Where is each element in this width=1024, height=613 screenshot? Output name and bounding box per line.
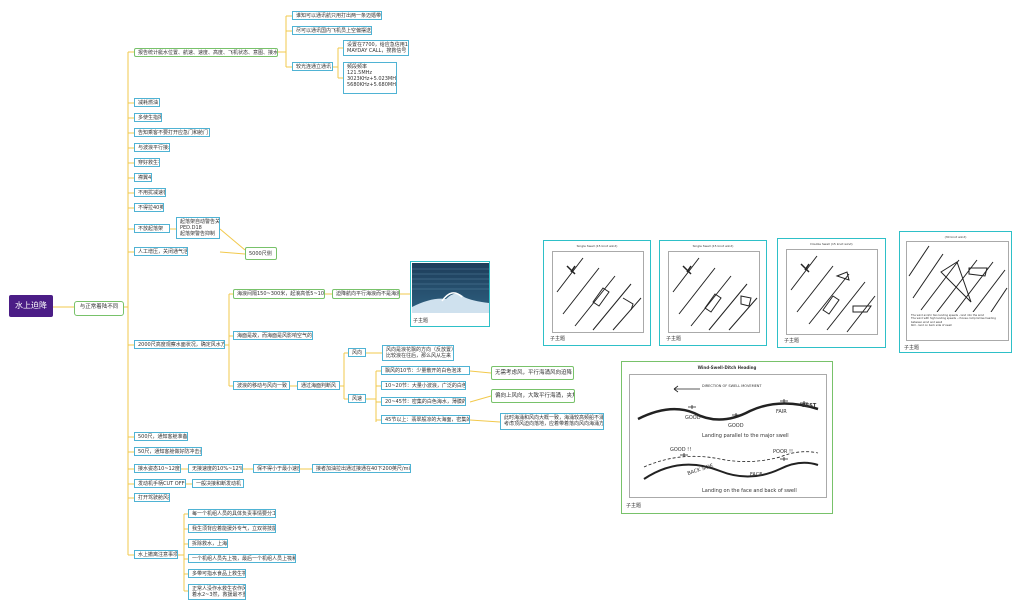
swell-card-4-title: (30 knot wind) [944,235,967,239]
sink-rate-node[interactable]: 无接速度的10%~12% [188,464,243,473]
item-gear-up[interactable]: 不放起落架 [134,224,170,233]
item-reduce-fuel[interactable]: 减耗燃油 [134,98,160,107]
ditch-heading-sketch: DIRECTION OF SWELL MOVEMENT GOOD GOOD FA… [637,384,819,494]
branch-report-position[interactable]: 报告统计艇水位置、航速、速度、高度、飞机状态、意图、接水预计时间 [134,48,278,57]
advice-parallel-swell[interactable]: 无需考虑风，平行海涌风向迫降 [491,366,574,380]
good-bang-label: GOOD !! [670,447,691,453]
ditch-heading-title: Wind-Swell-Ditch Heading [697,365,757,370]
node-5000ft[interactable]: 5000尺侧 [245,247,277,260]
good-label-2: GOOD [728,423,744,429]
swell-card-1-label: 子主题 [550,336,566,342]
evac-note-2[interactable]: 我生须背应着能援外专气，立双将技能使 [188,524,276,533]
item-command[interactable]: 多使生指挥 [134,113,162,122]
item-parallel-wave[interactable]: 与波浪平行接水 [134,143,170,152]
item-flaps-45[interactable]: 襟翼45 [134,173,152,182]
swell-card-3-sketch [790,255,876,333]
engine-cutoff-note[interactable]: 一般决接和断发动机 [192,479,244,488]
node-2000ft[interactable]: 2000尺高度观察水面状况，确定风水方向 [134,340,225,349]
item-life-vest[interactable]: 穿好救生衣 [134,158,160,167]
root-topic[interactable]: 水上迫降 [9,295,53,317]
evac-note-6[interactable]: 正常人没作水救生衣作风 着水2~3然，救援最不重要 [188,584,246,600]
ditch-heading-card: Wind-Swell-Ditch Heading DIRECTION OF SW… [621,361,833,514]
swell-card-2-label: 子主题 [666,336,682,342]
emergency-frequency-note[interactable]: 频段频率 121.5MHz 3023KHz+5.023MHz 5680KHz+5… [343,62,397,94]
swell-card-1-title: Single Swell (15 knot wind) [576,244,618,248]
swell-card-1-sketch [556,257,642,331]
item-evacuation[interactable]: 水上撤离注意事项 [134,550,178,559]
poor-label: POOR !! [773,449,793,455]
descent-rate-node[interactable]: 接者加油拉出通过接通在40下200英尺/min下沉速 [312,464,411,473]
caption-face-back: Landing on the face and back of swell [702,488,797,494]
caption-parallel: Landing parallel to the major swell [702,433,789,439]
item-manual-pressurize[interactable]: 人工增压，关闭通气活门 [134,247,188,256]
best-label: BEST [802,403,817,409]
evac-note-3[interactable]: 拆除救水，上海 [188,539,228,548]
swell-card-1: Single Swell (15 knot wind) 子主题 [543,240,651,346]
judge-wind-node[interactable]: 通过海面判断风 [297,381,340,390]
item-tell-passengers[interactable]: 告知乘客不要打开应急门和舱门 [134,128,210,137]
swell-card-2-title: Single Swell (15 knot wind) [692,244,734,248]
parallel-wave-node[interactable]: 迫降航向平行海浪而不是海浪 [332,289,400,299]
swell-card-3: Double Swell (15 knot wind) 子主题 [777,238,886,348]
radio-contact-label[interactable]: 较光连通立通讯 [292,62,333,71]
swell-card-3-label: 子主题 [784,338,800,344]
evac-note-5[interactable]: 多带可指水食品上救生筏 [188,569,246,578]
sea-surface-node[interactable]: 海面是故，而海面是风影响空气的反应 [233,331,313,340]
item-50ft[interactable]: 50尺，通知客舱做好防冲击姿势 [134,447,202,456]
wind-speed-row-2[interactable]: 10~20节：大量小波浪，广泛的白色泡沫 [381,381,466,390]
wind-direction-node[interactable]: 风向 [348,348,366,357]
wind-speed-node[interactable]: 风速 [348,394,366,403]
swell-card-2: Single Swell (15 knot wind) 子主题 [659,240,767,346]
swell-card-4-sketch [908,245,1008,313]
note-report-2[interactable]: 尽可以通讯国内飞机员上空偏摆送期 [292,26,372,35]
wind-speed-row-3[interactable]: 20~45节：密集的白色海水，薄膜的波浪 [381,397,466,406]
advice-upwind[interactable]: 偏向上风向，大致平行海涌，夹角小于45度 [491,389,575,403]
item-500ft[interactable]: 500尺，通知客舱准备接水 [134,432,188,441]
squawk-7700-note[interactable]: 设置在7700，给应急信用108 MAYDAY CALL，搜救信号 [343,40,409,56]
item-engine-cutoff[interactable]: 发动机手柄CUT OFF位 [134,479,186,488]
swell-card-3-title: Double Swell (15 knot wind) [810,242,853,246]
item-speedbrake[interactable]: 不用扰减速板 [134,188,166,197]
swell-card-4-label: 子主题 [904,345,920,351]
ocean-wave-image [412,263,489,313]
wind-speed-row-1[interactable]: 飘风的10节：少量散开的白色泡沫 [381,366,470,375]
evac-note-1[interactable]: 每一个机组人员的具体负责事情要分工明确 [188,509,276,518]
advice-headwind[interactable]: 此时海涌和风向大概一致，海涌较高频船不涌 考虑顶风迫向落地，应着带着落向风向海涌… [500,413,604,430]
wind-direction-note[interactable]: 风向是浪花飘的方向（反放置） 比较浪在往后，那么风从左来 [382,345,454,361]
face-label: FACE [750,472,762,478]
fair-label: FAIR [776,409,787,415]
swell-card-4: (30 knot wind) The wind and/or two landi… [899,231,1012,353]
swell-card-4-notes: The wind and/or two landing speeds - lan… [911,314,996,328]
wave-move-node[interactable]: 波浪的移动与风向一致 [233,381,290,390]
wind-speed-row-4[interactable]: 45节以上：翡翠般凉的大海面，密集的飞沫和浪溅沫 [381,415,470,424]
item-open-windshield[interactable]: 打开驾驶舱风挡 [134,493,170,502]
ditch-heading-label: 子主题 [626,503,642,509]
wave-photo-label: 子主题 [413,318,429,324]
wave-spacing-node[interactable]: 海浪间隔150~300米，起浪高低5~10度 [233,289,325,299]
evac-note-4[interactable]: 一个机组人员先上筏，最后一个机组人员上筏和解释子 [188,554,296,563]
swell-card-2-sketch [672,257,758,331]
item-40-inch[interactable]: 不得拉40英寸 [134,203,164,212]
swell-direction-label: DIRECTION OF SWELL MOVEMENT [702,384,762,388]
item-pitch[interactable]: 接水姿态10~12度 [134,464,181,473]
gear-warning-note[interactable]: 起落架自动警告关 PED.D18 起落架警告抑制 [176,217,220,239]
good-label-1: GOOD [685,415,701,421]
branch-not-normal-landing[interactable]: 与正常着陆不同 [74,301,124,316]
note-report-1[interactable]: 谁知可以通讯航只用打出两一条迈婚带 [292,11,382,20]
min-speed-node[interactable]: 保不得小于最小速度 [253,464,300,473]
wave-photo: 子主题 [410,261,490,327]
